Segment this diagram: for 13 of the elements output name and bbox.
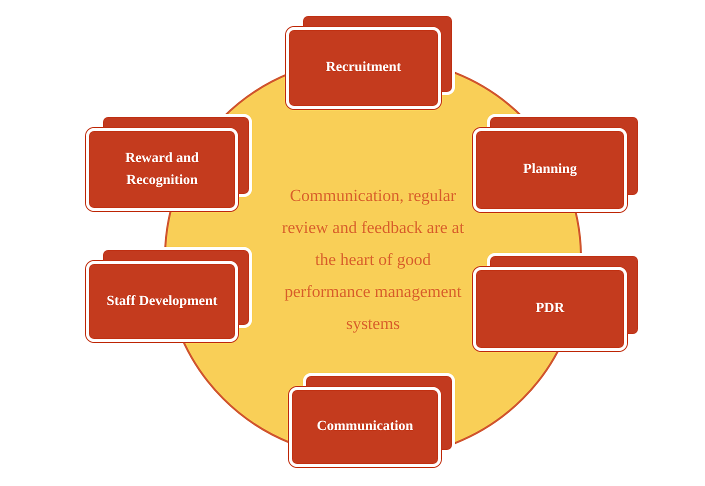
block-box xyxy=(289,373,455,467)
block-box xyxy=(86,114,252,211)
block-box xyxy=(473,114,641,212)
block-box xyxy=(473,253,641,351)
box-label: PDR xyxy=(536,300,564,318)
central-text: Communication, regular review and feedback are at the heart of good performance management systems xyxy=(281,185,465,335)
block-box xyxy=(86,247,252,342)
box-label: Staff Development xyxy=(106,292,218,310)
box-label: Communication xyxy=(316,418,414,436)
box-label: Recruitment xyxy=(326,59,402,77)
block-box xyxy=(286,13,455,109)
box-label: Planning xyxy=(523,161,577,179)
box-label: Reward and Recognition xyxy=(124,150,200,190)
